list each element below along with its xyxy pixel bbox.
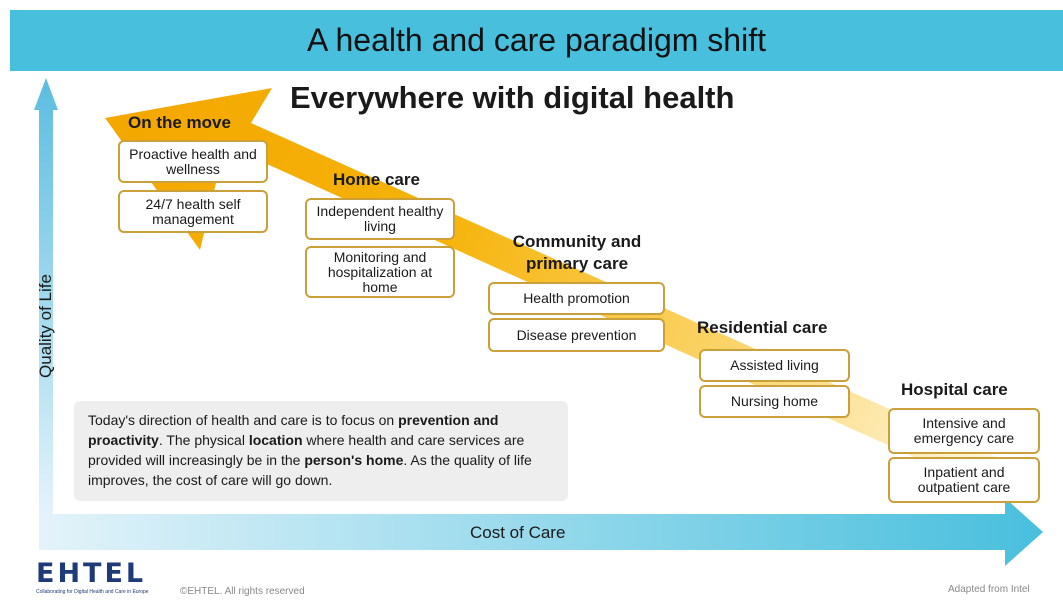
quality-of-life-axis-arrow [34, 78, 58, 514]
ehtel-logo: EHTEL [36, 558, 147, 589]
box-independent-living: Independent healthy living [305, 198, 455, 240]
box-disease-prevention: Disease prevention [488, 318, 665, 352]
box-intensive-emergency: Intensive and emergency care [888, 408, 1040, 454]
page-title: A health and care paradigm shift [307, 22, 766, 58]
box-nursing-home: Nursing home [699, 385, 850, 418]
box-inpatient-outpatient: Inpatient and outpatient care [888, 457, 1040, 503]
logo-tagline: Collaborating for Digital Health and Car… [36, 589, 149, 595]
stage-header-hospital-care: Hospital care [901, 380, 1008, 399]
stage-header-community-primary-care: Community and primary care [512, 232, 642, 273]
headline: Everywhere with digital health [290, 80, 735, 115]
source-credit: Adapted from Intel [948, 584, 1030, 595]
box-assisted-living: Assisted living [699, 349, 850, 382]
title-bar: A health and care paradigm shift [10, 10, 1063, 71]
explanation-note: Today's direction of health and care is … [74, 401, 568, 501]
stage-header-on-the-move: On the move [128, 113, 231, 132]
y-axis-label: Quality of Life [36, 274, 55, 378]
box-health-promotion: Health promotion [488, 282, 665, 315]
box-monitoring-hospitalization: Monitoring and hospitalization at home [305, 246, 455, 298]
stage-header-residential-care: Residential care [697, 318, 828, 337]
box-self-management: 24/7 health self management [118, 190, 268, 233]
cost-of-care-axis-arrow [39, 498, 1043, 566]
stage-header-home-care: Home care [333, 170, 420, 189]
box-proactive-health: Proactive health and wellness [118, 140, 268, 183]
x-axis-label: Cost of Care [470, 523, 566, 542]
copyright-text: ©EHTEL. All rights reserved [180, 586, 305, 597]
